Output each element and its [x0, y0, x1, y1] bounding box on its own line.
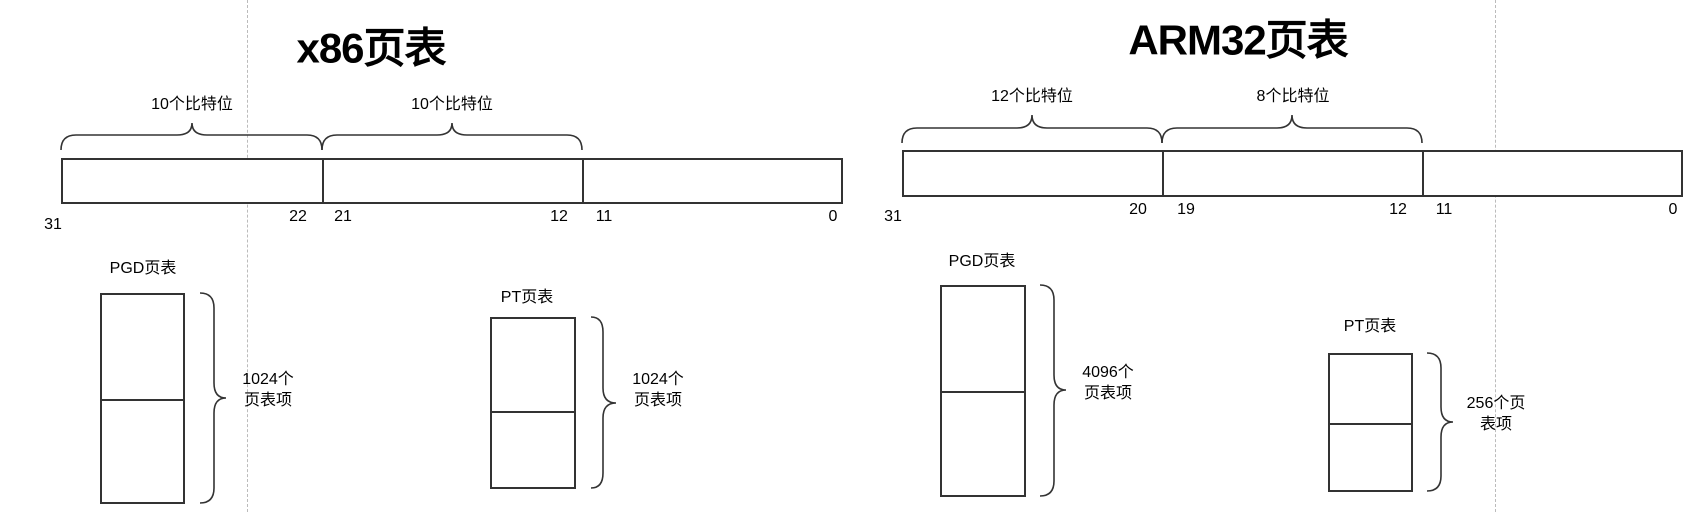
bit-number: 31	[44, 216, 62, 233]
x86-pt-count: 1024个 页表项	[632, 369, 684, 411]
bit-number: 11	[595, 208, 613, 225]
x86-pgd-label: PGD页表	[109, 260, 177, 277]
field-divider	[582, 160, 584, 202]
bit-number: 20	[1129, 201, 1147, 218]
bit-number: 11	[1435, 201, 1453, 218]
field-divider	[1422, 152, 1424, 195]
bit-number: 21	[334, 208, 352, 225]
arm32-pgd-bits-brace	[901, 114, 1163, 144]
entry-divider	[492, 411, 574, 413]
entry-divider	[1330, 423, 1411, 425]
arm32-pt-bits-label: 8个比特位	[1256, 88, 1330, 105]
arm32-pt-count-brace	[1426, 352, 1454, 492]
field-divider	[1162, 152, 1164, 195]
count-line: 页表项	[243, 392, 293, 409]
bit-number: 22	[289, 208, 307, 225]
arm32-address-bits	[902, 150, 1683, 197]
bit-number: 31	[884, 208, 902, 225]
arm32-pgd-count: 4096个 页表项	[1082, 362, 1134, 404]
arm32-pt-label: PT页表	[1343, 318, 1397, 335]
x86-pt-count-brace	[590, 316, 617, 489]
count-line: 页表项	[633, 392, 683, 409]
arm32-pgd-bits-label: 12个比特位	[991, 88, 1073, 105]
bit-number: 12	[1389, 201, 1407, 218]
arm32-pt-table	[1328, 353, 1413, 492]
entry-divider	[942, 391, 1024, 393]
x86-pgd-bits-label: 10个比特位	[151, 96, 233, 113]
x86-address-bits	[61, 158, 843, 204]
count-line: 256个页	[1466, 395, 1526, 412]
entry-divider	[102, 399, 183, 401]
arm32-pgd-label: PGD页表	[948, 253, 1016, 270]
x86-pgd-table	[100, 293, 185, 504]
x86-pt-bits-brace	[321, 122, 583, 151]
x86-pt-label: PT页表	[500, 289, 554, 306]
bit-number: 0	[1668, 201, 1678, 218]
arm32-title: ARM32页表	[1128, 16, 1348, 64]
field-divider	[322, 160, 324, 202]
x86-pgd-count-brace	[199, 292, 227, 504]
x86-title: x86页表	[296, 24, 446, 72]
bit-number: 19	[1177, 201, 1195, 218]
arm32-pgd-count-brace	[1039, 284, 1067, 497]
count-line: 1024个	[242, 371, 294, 388]
x86-pgd-bits-brace	[60, 122, 323, 151]
guide-line	[247, 0, 248, 512]
bit-number: 12	[550, 208, 568, 225]
arm32-pt-count: 256个页 表项	[1467, 393, 1526, 435]
guide-line	[1495, 0, 1496, 512]
count-line: 4096个	[1082, 364, 1134, 381]
arm32-pgd-table	[940, 285, 1026, 497]
arm32-pt-bits-brace	[1161, 114, 1423, 144]
x86-pt-table	[490, 317, 576, 489]
count-line: 1024个	[632, 371, 684, 388]
count-line: 页表项	[1083, 385, 1133, 402]
x86-pgd-count: 1024个 页表项	[242, 369, 294, 411]
count-line: 表项	[1479, 416, 1513, 433]
x86-pt-bits-label: 10个比特位	[411, 96, 493, 113]
bit-number: 0	[828, 208, 838, 225]
